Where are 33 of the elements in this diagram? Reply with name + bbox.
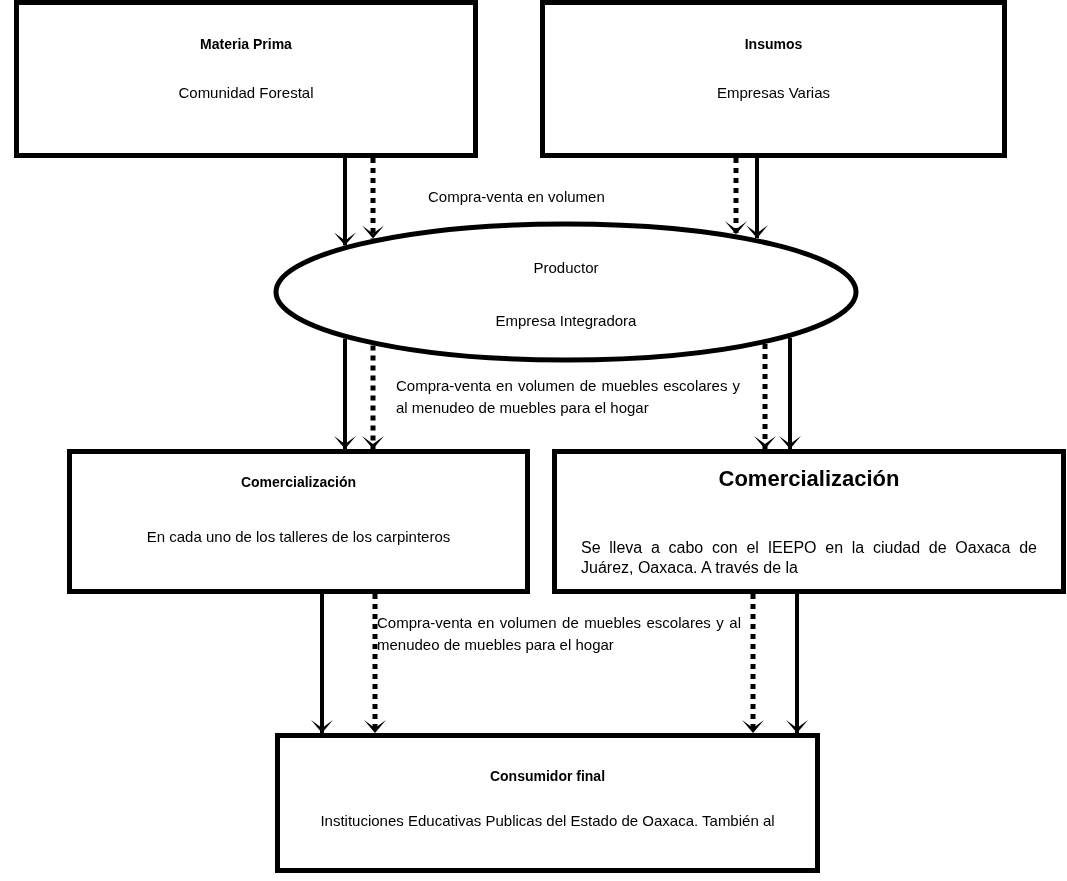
- arrow: [746, 158, 768, 239]
- arrow: [786, 594, 808, 733]
- arrow: [311, 594, 333, 733]
- box-text: Comunidad Forestal: [177, 83, 315, 103]
- arrow: [754, 344, 776, 449]
- arrow: [779, 337, 801, 449]
- box-text: En cada uno de los talleres de los carpinteros: [145, 527, 452, 547]
- process-box: [540, 0, 1007, 158]
- arrow: [334, 158, 356, 246]
- process-ellipse: [273, 221, 859, 363]
- box-heading: Consumidor final: [488, 768, 607, 784]
- box-text: Empresas Varias: [715, 83, 832, 103]
- arrow: [362, 345, 384, 449]
- box-text: Instituciones Educativas Publicas del Estado de Oaxaca. También al: [319, 811, 776, 831]
- box-heading: Comercialización: [239, 474, 358, 490]
- box-heading: Comercialización: [717, 466, 901, 492]
- process-box: [552, 449, 1066, 594]
- flow-label: Compra-venta en volumen de muebles escolares y al menudeo de muebles para el hogar: [396, 376, 740, 418]
- box-text: Se lleva a cabo con el IEEPO en la ciudad de Oaxaca de Juárez, Oaxaca. A través de la: [580, 538, 1038, 578]
- box-text: Empresa Integradora: [494, 311, 638, 331]
- flow-label: Compra-venta en volumen de muebles escolares y al menudeo de muebles para el hogar: [377, 613, 741, 655]
- process-box: [67, 449, 530, 594]
- box-heading: Materia Prima: [199, 36, 293, 52]
- arrow: [364, 594, 386, 733]
- box-heading: Productor: [532, 259, 600, 276]
- box-heading: Insumos: [743, 36, 804, 52]
- process-box: [275, 733, 820, 873]
- arrow: [334, 338, 356, 449]
- arrow: [725, 158, 747, 235]
- process-box: [14, 0, 478, 158]
- arrow: [362, 158, 384, 239]
- flow-label: Compra-venta en volumen: [428, 187, 606, 207]
- arrow: [742, 594, 764, 733]
